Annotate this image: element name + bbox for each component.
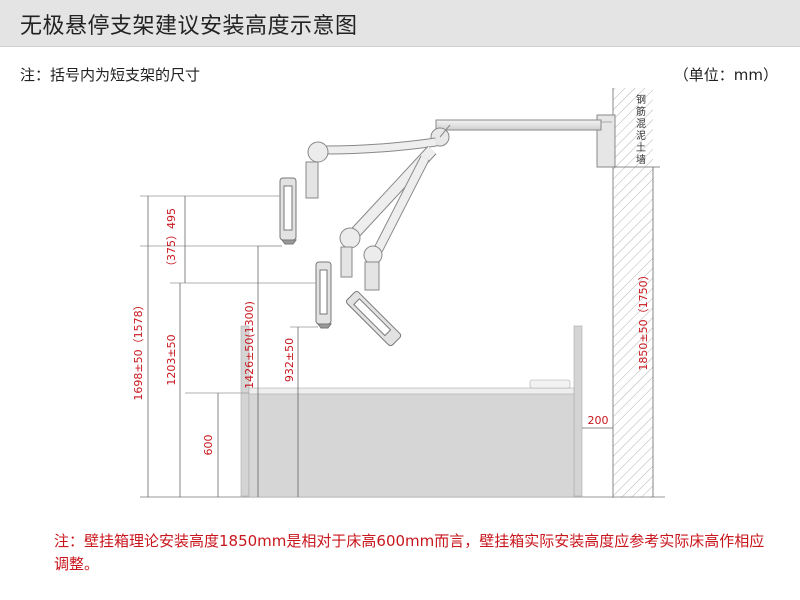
main-arm (435, 119, 602, 131)
joint-icon (339, 227, 361, 249)
title-bar: 无极悬停支架建议安装高度示意图 (0, 0, 800, 47)
dim-label-200: 200 (588, 414, 609, 427)
pillow (529, 379, 571, 389)
mattress (248, 387, 575, 395)
short-arm-note: 注：括号内为短支架的尺寸 (20, 66, 201, 84)
bed-footboard (573, 325, 583, 497)
dim-label-1203: 1203±50 (165, 334, 178, 385)
dim-label-1698: 1698±50（1578） (132, 299, 145, 400)
wall-label-char: 墙 (636, 153, 646, 166)
dim-label-600: 600 (202, 435, 215, 456)
dim-label-1426: 1426±50(1300) (243, 301, 256, 389)
wall-label-char: 混 (636, 118, 646, 130)
wall-label-char: 筋 (636, 105, 646, 118)
wall-label-char: 土 (636, 141, 646, 154)
column (305, 161, 319, 199)
concrete-wall (612, 88, 653, 498)
dimension-lines (147, 166, 660, 497)
footnote: 注：壁挂箱理论安装高度1850mm是相对于床高600mm而言，壁挂箱实际安装高度… (54, 532, 765, 573)
unit-label: （单位：mm） (673, 66, 778, 84)
joint-icon (307, 141, 329, 163)
wall-label: 钢 筋 混 泥 土 墙 (636, 93, 646, 166)
wall-label-char: 泥 (636, 129, 646, 142)
bed (240, 325, 583, 498)
dim-label-1850: 1850±50（1750） (637, 269, 650, 370)
hanging-arm (305, 119, 602, 291)
wall-label-char: 钢 (636, 93, 646, 106)
joint-icon (363, 245, 383, 265)
device-lower (346, 291, 402, 347)
device-upper (279, 177, 297, 245)
device-middle (315, 261, 332, 329)
dim-label-495: （375）495 (165, 208, 178, 272)
dim-label-932: 932±50 (283, 338, 296, 382)
page-title: 无极悬停支架建议安装高度示意图 (20, 14, 358, 39)
bed-body (248, 392, 575, 498)
